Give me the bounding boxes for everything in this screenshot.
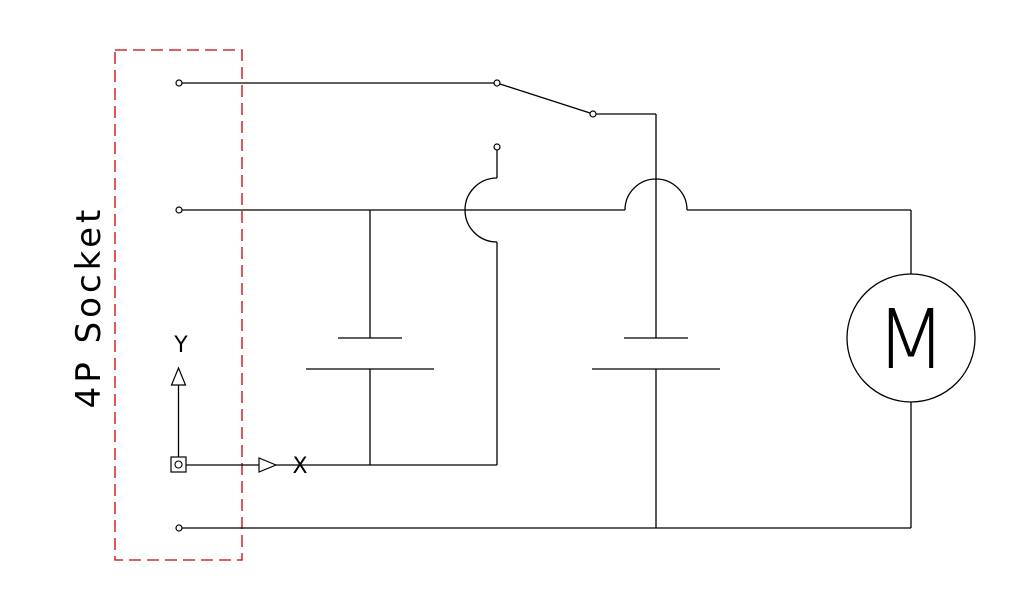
wire-lower-loop bbox=[185, 242, 498, 466]
ucs-origin-box bbox=[170, 456, 187, 473]
socket-pin-4[interactable] bbox=[175, 524, 183, 532]
switch-blade[interactable] bbox=[499, 83, 591, 114]
capacitor-right[interactable] bbox=[592, 180, 720, 528]
switch bbox=[182, 79, 657, 180]
capacitor-left[interactable] bbox=[306, 210, 434, 465]
socket-label: 4P Socket bbox=[69, 206, 109, 409]
ucs-axis-icon: Y X bbox=[170, 333, 308, 479]
socket-boundary bbox=[114, 49, 243, 561]
ucs-x-label: X bbox=[292, 454, 307, 479]
crossover-hop-right bbox=[624, 178, 688, 211]
motor-label: M bbox=[876, 293, 947, 388]
socket-pin-1[interactable] bbox=[175, 79, 183, 87]
socket-pin-2[interactable] bbox=[175, 206, 183, 214]
ucs-x-arrow bbox=[258, 457, 278, 473]
switch-contact-b[interactable] bbox=[493, 143, 501, 151]
motor[interactable]: M bbox=[846, 210, 976, 528]
wire-pin2-bus bbox=[182, 177, 911, 243]
switch-contact-a[interactable] bbox=[589, 110, 597, 118]
ucs-y-arrow bbox=[170, 366, 187, 386]
ucs-origin-marker bbox=[174, 460, 183, 469]
ucs-y-label: Y bbox=[173, 333, 188, 358]
switch-common-terminal[interactable] bbox=[493, 79, 501, 87]
